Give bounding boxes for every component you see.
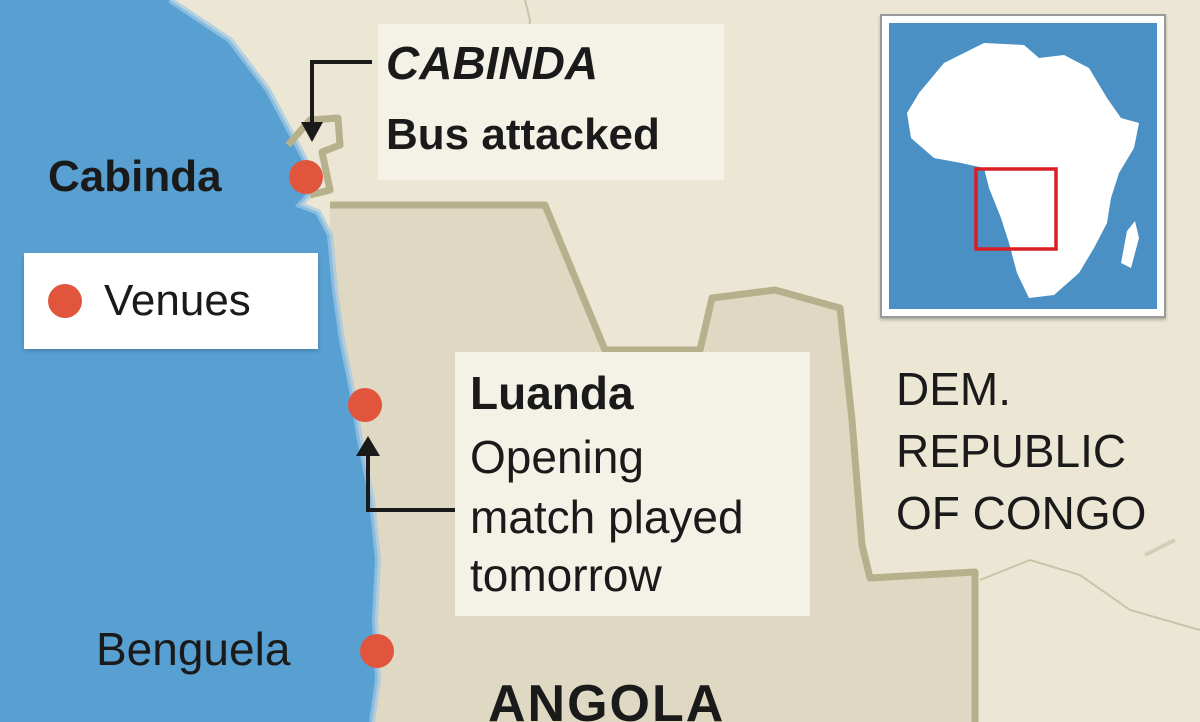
luanda-callout-line-1: Opening	[470, 431, 644, 483]
river-line	[979, 558, 1200, 631]
madagascar-shape	[1121, 221, 1139, 268]
luanda-callout-line-3: tomorrow	[470, 549, 662, 601]
location-highlight-box	[974, 167, 1058, 251]
city-label-benguela: Benguela	[96, 623, 291, 675]
country-label-angola: ANGOLA	[488, 675, 726, 722]
country-label-drc-line-3: OF CONGO	[896, 487, 1147, 539]
venue-dot-icon	[48, 284, 82, 318]
country-label-drc-line-1: DEM.	[896, 363, 1011, 415]
luanda-callout-box	[455, 352, 810, 616]
cabinda-callout-text: Bus attacked	[386, 110, 660, 159]
country-label-drc-line-2: REPUBLIC	[896, 425, 1127, 477]
africa-inset-map	[880, 14, 1166, 318]
cabinda-pointer-arrow-icon	[301, 60, 372, 142]
legend-label-venues: Venues	[104, 276, 251, 325]
atlantic-ocean	[0, 0, 378, 722]
cabinda-callout-box	[378, 24, 724, 180]
coastline	[168, 0, 382, 722]
luanda-pointer-arrow-icon	[356, 436, 455, 512]
venue-dot-cabinda	[289, 160, 323, 194]
luanda-callout-line-2: match played	[470, 491, 744, 543]
river-line	[1144, 538, 1176, 557]
cabinda-callout-title: CABINDA	[386, 37, 599, 89]
africa-locator-icon	[889, 23, 1157, 309]
city-label-cabinda: Cabinda	[48, 152, 222, 201]
venue-dot-luanda	[348, 388, 382, 422]
angola-drc-border	[330, 201, 979, 722]
luanda-callout-title: Luanda	[470, 367, 634, 419]
venue-dot-benguela	[360, 634, 394, 668]
